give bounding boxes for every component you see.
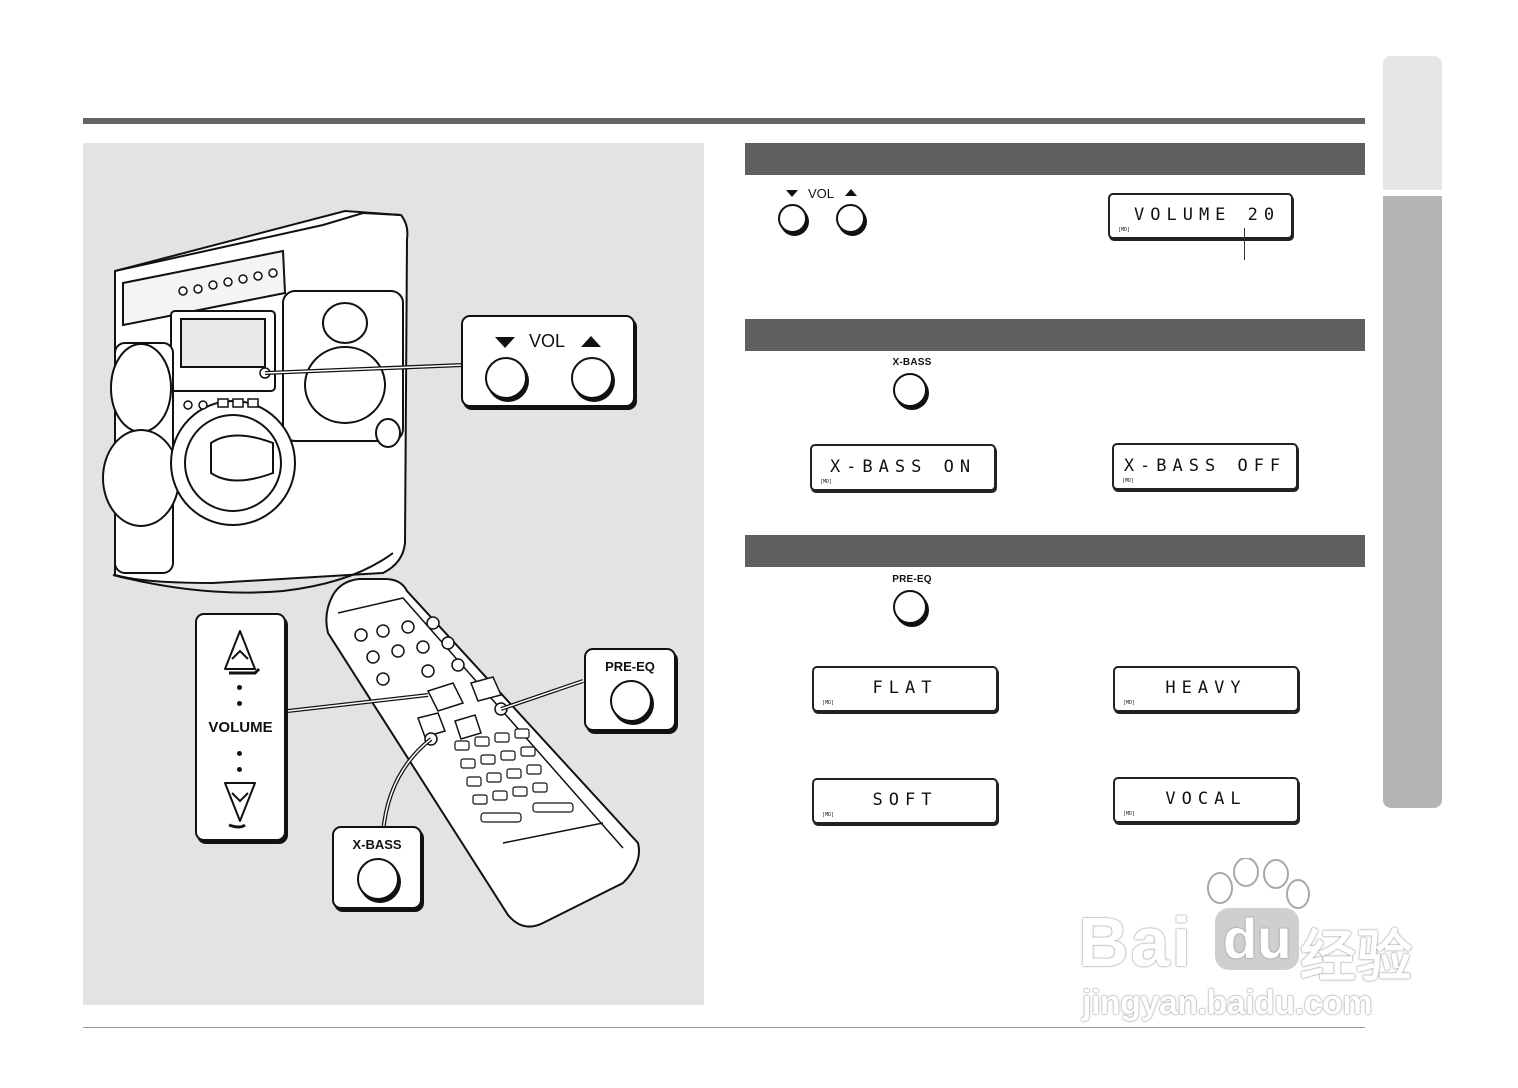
remote-x-bass-label: X-BASS: [352, 837, 402, 852]
top-rule: [83, 118, 1365, 124]
watermark-brand-cn: 经验: [1300, 925, 1412, 988]
volume-down-icon: [224, 782, 256, 829]
volume-display-tag: [MD]: [1118, 227, 1131, 233]
remote-pre-eq-label: PRE-EQ: [605, 659, 655, 674]
remote-pre-eq-callout: PRE-EQ: [584, 648, 676, 731]
watermark-brand-tail: du: [1215, 908, 1300, 970]
volume-up-icon: [224, 630, 261, 675]
x-bass-on-tag: [MD]: [820, 479, 833, 485]
vocal-display-text: VOCAL: [1165, 789, 1247, 809]
side-tab-main[interactable]: [1383, 196, 1442, 808]
x-bass-button-label: X-BASS: [892, 357, 932, 368]
vol-down-small-icon: [786, 190, 798, 197]
heavy-display-text: HEAVY: [1165, 678, 1247, 698]
soft-display: SOFT [MD]: [812, 778, 998, 824]
vol-down-button[interactable]: [778, 204, 807, 233]
vol-up-arrow-icon: [581, 336, 601, 347]
unit-vol-callout: VOL: [461, 315, 635, 407]
unit-vol-label: VOL: [529, 331, 566, 351]
vol-down-arrow-icon: [495, 337, 515, 348]
vol-label: VOL: [808, 186, 835, 201]
remote-control-drawing: [325, 578, 640, 928]
watermark-brand: Bai: [1078, 903, 1193, 981]
remote-x-bass-button[interactable]: [357, 858, 399, 900]
soft-display-tag: [MD]: [822, 812, 835, 818]
remote-volume-label: VOLUME: [208, 719, 273, 736]
flat-display-text: FLAT: [872, 678, 938, 698]
volume-level-leader: [1244, 228, 1245, 260]
pre-eq-button[interactable]: [893, 590, 927, 624]
vol-up-button[interactable]: [836, 204, 865, 233]
x-bass-on-text: X-BASS ON: [829, 457, 977, 477]
heavy-display: HEAVY [MD]: [1113, 666, 1299, 712]
flat-display: FLAT [MD]: [812, 666, 998, 712]
unit-vol-up-button[interactable]: [571, 357, 613, 399]
soft-display-text: SOFT: [872, 790, 938, 810]
remote-pre-eq-button[interactable]: [610, 680, 652, 722]
vol-up-small-icon: [845, 189, 857, 196]
flat-display-tag: [MD]: [822, 700, 835, 706]
vocal-display-tag: [MD]: [1123, 811, 1136, 817]
side-tab-top[interactable]: [1383, 56, 1442, 190]
watermark-url: jingyan.baidu.com: [1082, 984, 1372, 1022]
x-bass-off-text: X-BASS OFF: [1123, 456, 1287, 476]
vocal-display: VOCAL [MD]: [1113, 777, 1299, 823]
paw-logo-icon: [1207, 858, 1310, 909]
volume-display-text: VOLUME 20: [1134, 205, 1281, 225]
pre-eq-button-label: PRE-EQ: [892, 574, 932, 585]
x-bass-on-display: X-BASS ON [MD]: [810, 444, 996, 491]
volume-section-bar: [745, 143, 1365, 175]
bottom-rule: [83, 1027, 1365, 1028]
pre-eq-section-bar: [745, 535, 1365, 567]
volume-display: VOLUME 20 [MD]: [1108, 193, 1293, 239]
x-bass-off-tag: [MD]: [1122, 478, 1135, 484]
unit-vol-down-button[interactable]: [485, 357, 527, 399]
stereo-unit-drawing: [102, 209, 409, 594]
product-illustration: [102, 209, 640, 928]
x-bass-section-bar: [745, 319, 1365, 351]
x-bass-button[interactable]: [893, 373, 927, 407]
remote-x-bass-callout: X-BASS: [332, 826, 422, 909]
remote-volume-callout: VOLUME: [195, 613, 286, 841]
heavy-display-tag: [MD]: [1123, 700, 1136, 706]
x-bass-off-display: X-BASS OFF [MD]: [1112, 443, 1298, 490]
